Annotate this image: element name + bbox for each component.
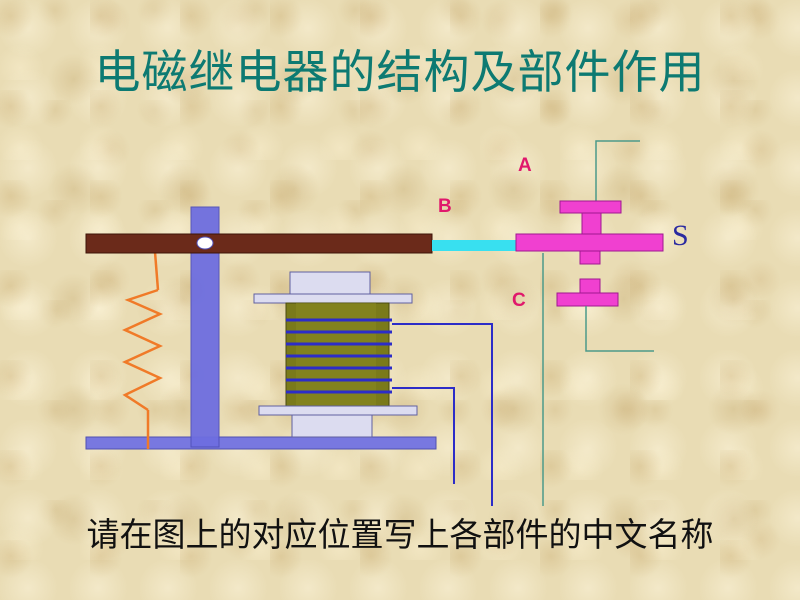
contact-a-post: [581, 212, 602, 235]
armature-bar: [85, 233, 433, 254]
core-top-cap: [289, 271, 371, 296]
base-plate: [85, 436, 437, 450]
moving-contact-post: [579, 250, 601, 265]
contact-c-wire: [585, 306, 654, 352]
contact-c-plate: [556, 292, 619, 307]
core-bottom-cap: [291, 414, 373, 438]
spring: [121, 251, 164, 449]
label-s: S: [672, 219, 689, 252]
contact-a-plate: [559, 200, 622, 214]
link-rod: [432, 240, 516, 251]
instruction-text: 请在图上的对应位置写上各部件的中文名称: [86, 515, 714, 554]
coil-top-flange: [253, 293, 413, 304]
coil-bottom-flange: [258, 405, 418, 416]
pivot: [196, 236, 214, 250]
label-a: A: [518, 155, 532, 176]
coil-winding: [286, 318, 392, 394]
label-b: B: [438, 196, 452, 217]
contact-c-post: [579, 278, 601, 294]
page-title: 电磁继电器的结构及部件作用: [94, 45, 706, 99]
moving-contact-arm: [515, 233, 664, 252]
electromagnet: [253, 271, 418, 438]
coil-leads: [392, 323, 493, 506]
contact-a-wire: [595, 140, 640, 201]
contact-assembly: [515, 140, 664, 352]
label-c: C: [512, 290, 526, 311]
